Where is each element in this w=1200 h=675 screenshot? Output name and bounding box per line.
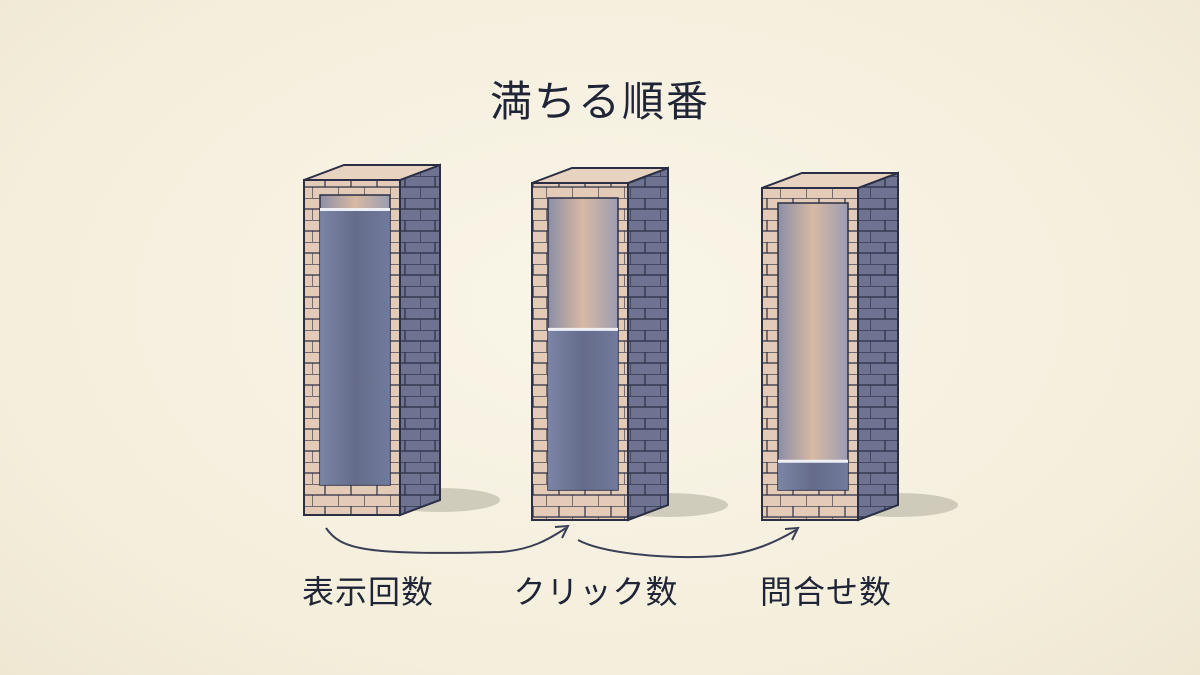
- tower-3: [761, 171, 958, 522]
- tower-side-face: [857, 171, 899, 522]
- tower-top-rim: [531, 167, 669, 184]
- water-fill: [548, 329, 618, 490]
- tower-1: [303, 163, 500, 517]
- tower-inner-well: [777, 202, 849, 491]
- label-inquiries: 問合せ数: [759, 573, 892, 611]
- tower-2: [531, 166, 728, 522]
- water-fill: [778, 461, 848, 490]
- label-impressions: 表示回数: [301, 573, 434, 611]
- tower-top-rim: [303, 164, 441, 181]
- diagram-title: 満ちる順番: [489, 77, 710, 126]
- tower-side-face: [627, 166, 669, 522]
- tower-top-rim: [761, 172, 899, 189]
- flow-arrow-2: [577, 526, 800, 559]
- flow-arrow-1: [325, 524, 570, 554]
- label-clicks: クリック数: [513, 573, 679, 611]
- water-fill: [320, 209, 390, 485]
- tower-side-face: [399, 163, 441, 517]
